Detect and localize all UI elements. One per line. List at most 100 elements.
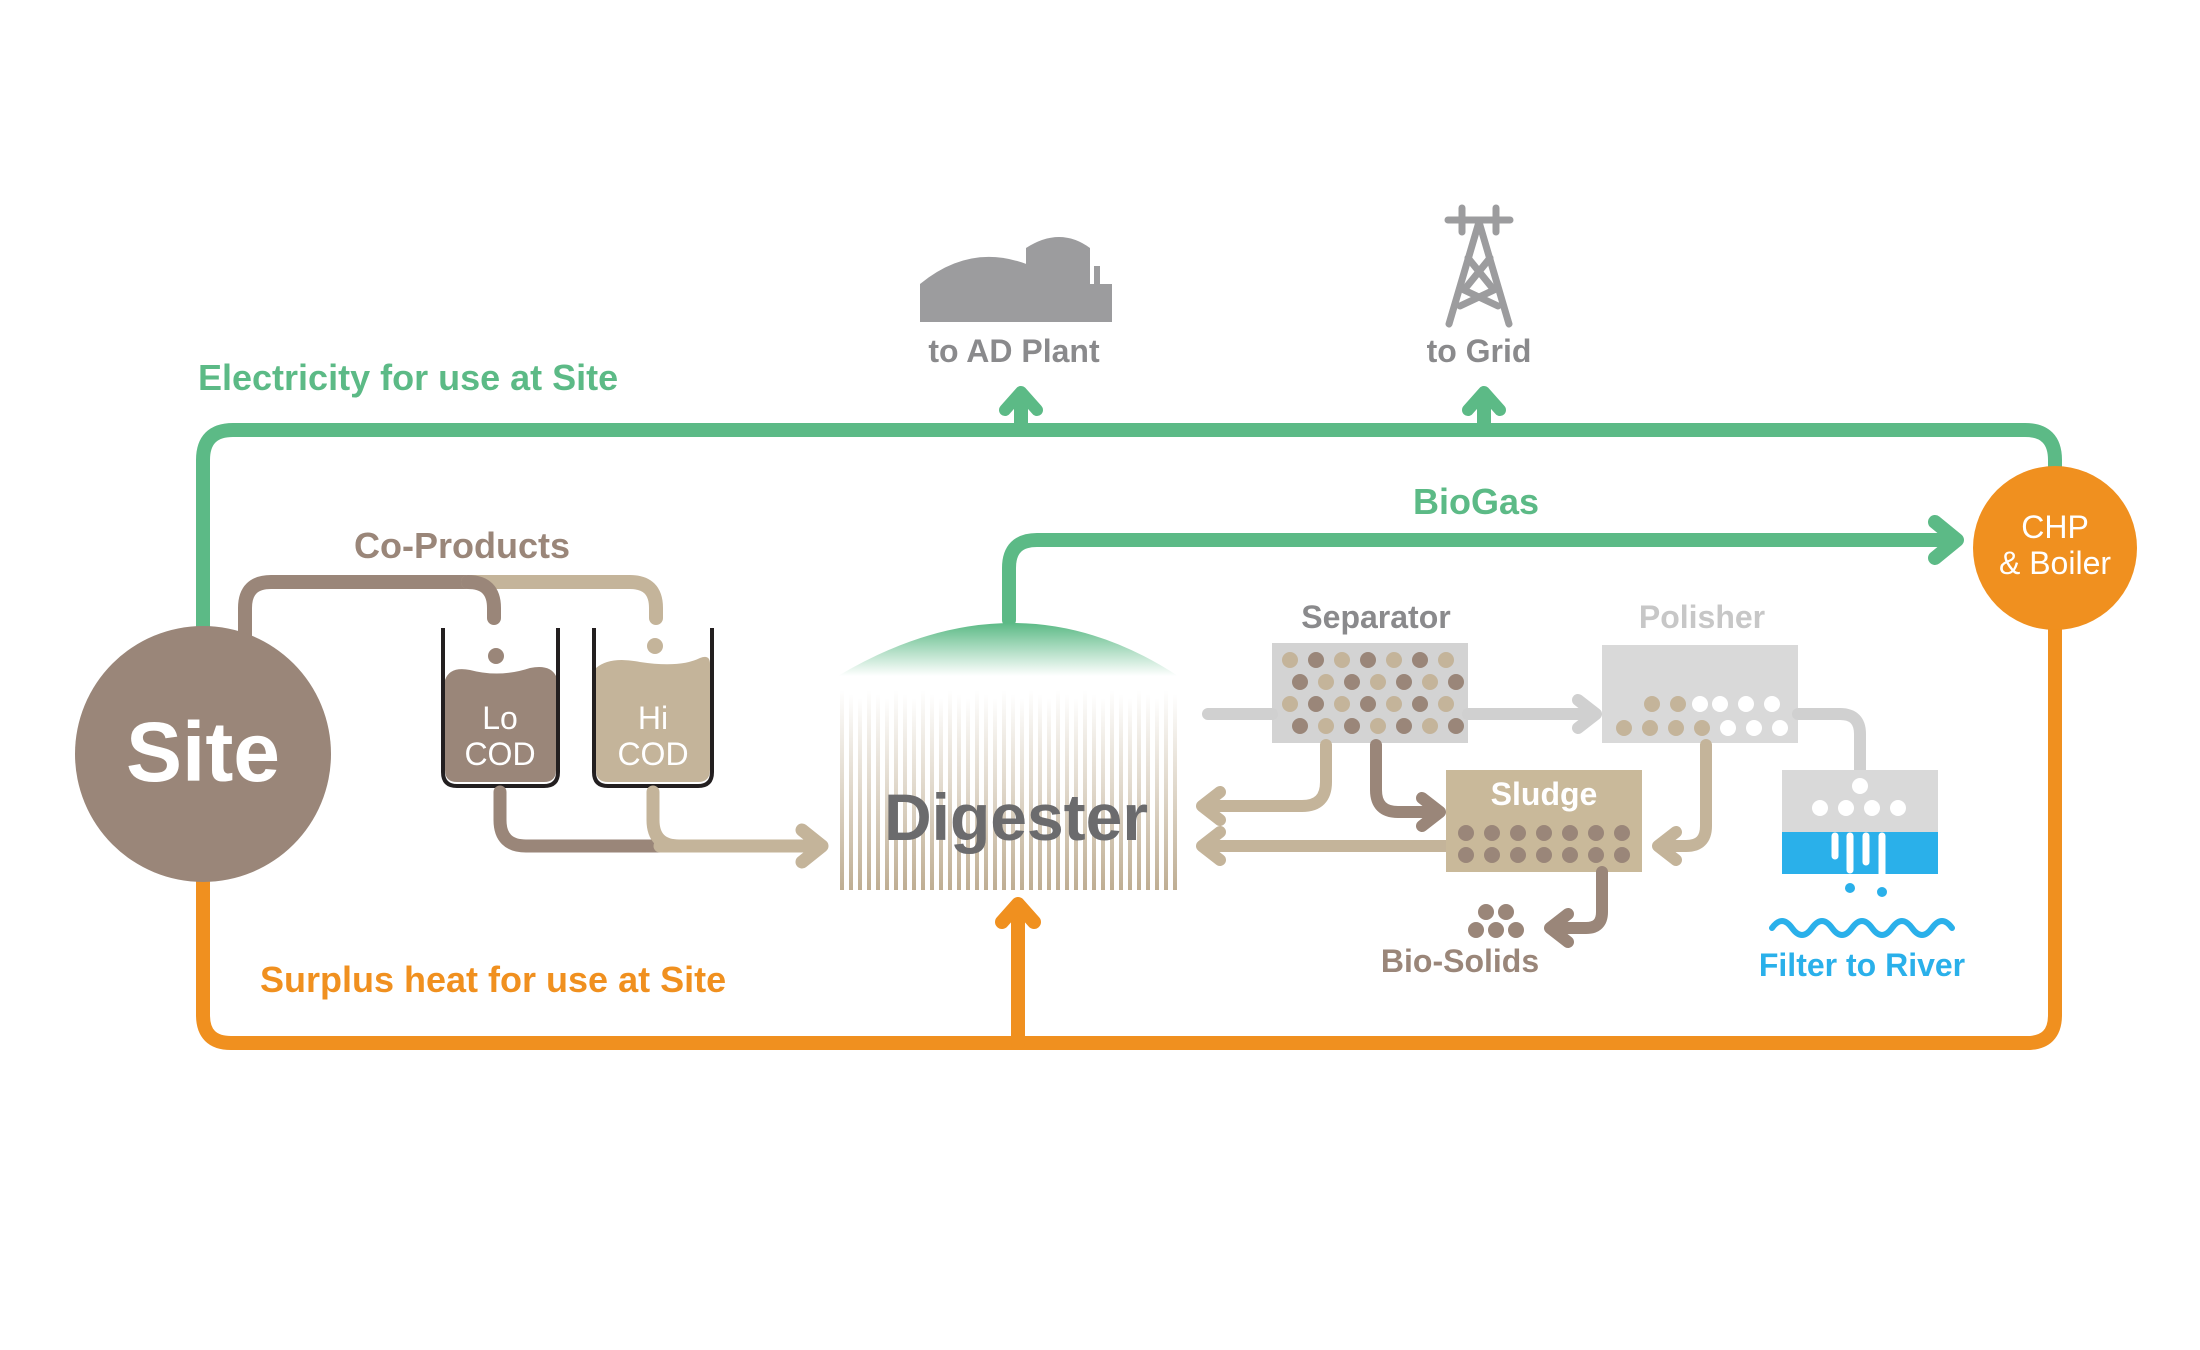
separator-particle [1412, 696, 1428, 712]
liquid-flow-lines [1202, 694, 1866, 776]
digester-bar [984, 694, 988, 890]
digester-bar [1092, 694, 1096, 890]
digester-bar [1029, 690, 1033, 890]
polisher-particle [1616, 720, 1632, 736]
digester-bar [1173, 694, 1177, 890]
polisher-particle [1738, 696, 1754, 712]
digester-bar [957, 694, 961, 890]
digester-bar [1155, 698, 1159, 890]
lo-cod-label-1: Lo [482, 700, 518, 736]
polisher-particle [1694, 720, 1710, 736]
sludge-particle [1536, 847, 1552, 863]
digester-label: Digester [884, 780, 1148, 854]
separator-particle [1370, 718, 1386, 734]
polisher-particle [1746, 720, 1762, 736]
separator-particle [1308, 652, 1324, 668]
separator-particle [1344, 674, 1360, 690]
site-label: Site [126, 705, 280, 799]
separator-particle [1422, 718, 1438, 734]
separator-particle [1318, 674, 1334, 690]
to-ad-plant-label: to AD Plant [928, 333, 1100, 369]
sludge-particle [1484, 825, 1500, 841]
digester-bar [876, 694, 880, 890]
separator-particle [1282, 652, 1298, 668]
digester-bar [1011, 694, 1015, 890]
surplus-heat-label: Surplus heat for use at Site [260, 959, 726, 1000]
separator-particles [1282, 652, 1464, 734]
electricity-line [196, 391, 2062, 677]
polisher-particle [1772, 720, 1788, 736]
polisher-particle [1720, 720, 1736, 736]
sludge-particle [1536, 825, 1552, 841]
chp-boiler-node [1973, 466, 2137, 630]
digester-bar [975, 690, 979, 890]
separator-particle [1448, 718, 1464, 734]
sludge-particle [1562, 825, 1578, 841]
digester-bar [930, 694, 934, 890]
chp-label-1: CHP [2021, 509, 2089, 545]
bio-solids-flow [1544, 866, 1608, 948]
digester-bar [1119, 694, 1123, 890]
digester-bar [1110, 690, 1114, 890]
sludge-particle [1458, 847, 1474, 863]
sludge-particle [1614, 847, 1630, 863]
digester-bar [1020, 698, 1024, 890]
digester-bar [993, 698, 997, 890]
digester-bar [867, 690, 871, 890]
polisher-label: Polisher [1639, 599, 1765, 635]
digester-bar [948, 690, 952, 890]
return-flows [1196, 739, 1712, 866]
filter-particles [1812, 778, 1906, 816]
tank-outlet-pipes [493, 785, 829, 869]
biogas-label: BioGas [1413, 481, 1539, 522]
sludge-particle [1562, 847, 1578, 863]
separator-particle [1360, 652, 1376, 668]
digester-bar [1128, 698, 1132, 890]
digester-bar [1065, 694, 1069, 890]
sludge-particle [1510, 825, 1526, 841]
digester-dome [838, 623, 1178, 676]
digester-bar [1137, 690, 1141, 890]
digester-bar [1101, 698, 1105, 890]
separator-particle [1370, 674, 1386, 690]
polisher-particle [1642, 720, 1658, 736]
digester-bar [849, 694, 853, 890]
biogas-line [1002, 515, 1964, 627]
filter-drips [1831, 832, 1886, 878]
hi-drop [647, 638, 663, 654]
sludge-particle [1484, 847, 1500, 863]
sludge-feed [1370, 739, 1446, 832]
separator-particle [1396, 674, 1412, 690]
polisher-particle [1764, 696, 1780, 712]
hi-cod-label-2: COD [617, 736, 688, 772]
digester-bar [1038, 694, 1042, 890]
polisher-particle [1670, 696, 1686, 712]
co-products-pipes [238, 575, 663, 647]
separator-particle [1344, 718, 1360, 734]
bio-solids-pile [1468, 904, 1524, 938]
digester-bar [1083, 690, 1087, 890]
bio-solids-label: Bio-Solids [1381, 943, 1539, 979]
chp-label-2: & Boiler [1999, 545, 2111, 581]
digester-bar [894, 690, 898, 890]
co-products-label: Co-Products [354, 525, 570, 566]
sludge-particle [1588, 825, 1604, 841]
separator-particle [1396, 718, 1412, 734]
separator-particle [1422, 674, 1438, 690]
digester-bar [1002, 690, 1006, 890]
digester-bar [858, 698, 862, 890]
digester-bar [1146, 694, 1150, 890]
separator-particle [1438, 696, 1454, 712]
separator-particle [1386, 652, 1402, 668]
filter-box-water [1782, 832, 1938, 874]
electricity-label: Electricity for use at Site [198, 357, 618, 398]
sludge-particle [1588, 847, 1604, 863]
separator-particle [1292, 674, 1308, 690]
lo-cod-tank: Lo COD [441, 628, 560, 788]
digester-bar [912, 698, 916, 890]
separator-particle [1308, 696, 1324, 712]
separator-particle [1448, 674, 1464, 690]
polisher-particle [1644, 696, 1660, 712]
separator-particle [1282, 696, 1298, 712]
